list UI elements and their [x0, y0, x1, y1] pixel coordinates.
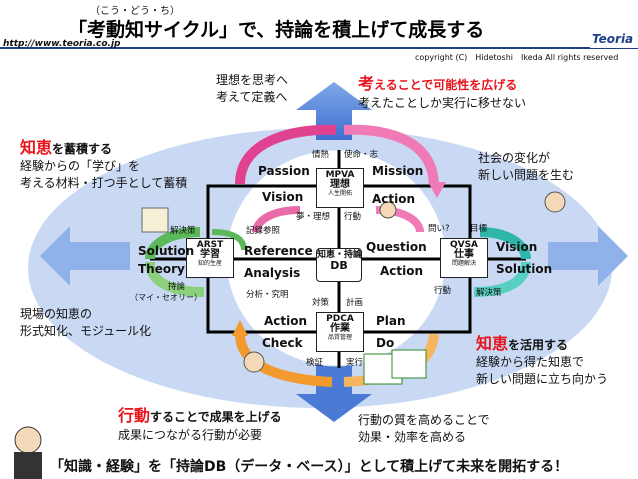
- label-kiroku: 記録参照: [246, 226, 281, 236]
- word-do: Do: [376, 336, 395, 350]
- page-title: 「考動知サイクル」で、持論を積上げて成長する: [68, 19, 485, 41]
- word-check: Check: [262, 336, 303, 350]
- arrow-down: [296, 364, 372, 422]
- note-top-right: 考えることで可能性を広げる 考えたことしか実行に移せない: [358, 74, 527, 110]
- word-solution-left: Solution: [138, 244, 195, 258]
- label-kaiketsu-1: 解決策: [170, 226, 196, 236]
- label-taisaku: 対策: [312, 298, 330, 308]
- label-jikkou: 実行: [346, 358, 364, 368]
- word-vision: Vision: [262, 190, 304, 204]
- arrow-right: [548, 226, 628, 286]
- copyright-text: copyright (C) Hidetoshi Ikeda All rights…: [415, 53, 619, 62]
- note-top-left: 理想を思考へ考えて定義へ: [216, 73, 289, 104]
- title-ruby: （こう・どう・ち）: [90, 6, 180, 17]
- arrow-left: [40, 226, 130, 286]
- word-question: Question: [366, 240, 427, 254]
- arrow-up: [296, 82, 372, 140]
- label-toi: 問い?: [428, 224, 450, 234]
- word-plan: Plan: [376, 314, 406, 328]
- word-vision-right: Vision: [496, 240, 538, 254]
- footer-slogan: 「知識・経験」を「持論DB（データ・ベース）」として積上げて未来を開拓する！: [50, 459, 569, 475]
- label-kenshou: 検証: [306, 358, 324, 368]
- note-right-bottom: 知恵を活用する 経験から得た知恵で 新しい問題に立ち向かう: [476, 334, 609, 386]
- label-jiron: 持論: [168, 282, 186, 292]
- label-koudou-1: 行動: [344, 212, 362, 222]
- word-action-bottom: Action: [264, 314, 308, 328]
- word-action-top: Action: [372, 192, 416, 206]
- word-passion: Passion: [258, 164, 310, 178]
- word-analysis: Analysis: [244, 266, 301, 280]
- word-reference: Reference: [244, 244, 313, 258]
- note-left: 知恵を蓄積する 経験からの「学び」を 考える材料・打つ手として蓄積: [20, 138, 188, 190]
- note-left-bottom: 現場の知恵の形式知化、モジュール化: [20, 307, 152, 338]
- label-my-theory: （マイ・セオリー）: [130, 293, 202, 302]
- word-action-right: Action: [380, 264, 424, 278]
- label-keikaku: 計画: [346, 298, 364, 308]
- note-bottom-left: 行動することで成果を上げる 成果につながる行動が必要: [118, 406, 282, 442]
- site-url[interactable]: http://www.teoria.co.jp: [3, 39, 121, 49]
- label-shimei: 使命・志: [344, 150, 379, 160]
- label-jounetsu: 情熱: [312, 150, 330, 160]
- word-theory: Theory: [138, 262, 185, 276]
- label-bunseki: 分析・究明: [246, 290, 289, 300]
- label-yume: 夢・理想: [296, 212, 331, 222]
- note-right-top: 社会の変化が新しい問題を生む: [478, 151, 575, 182]
- teoria-logo: Teoria: [592, 32, 634, 46]
- note-bottom-right: 行動の質を高めることで効果・効率を高める: [358, 413, 490, 444]
- word-solution-right: Solution: [496, 262, 553, 276]
- word-mission: Mission: [372, 164, 424, 178]
- label-mokuhyou: 目標: [470, 224, 488, 234]
- label-kaiketsu-2: 解決策: [476, 288, 502, 298]
- label-koudou-2: 行動: [434, 286, 452, 296]
